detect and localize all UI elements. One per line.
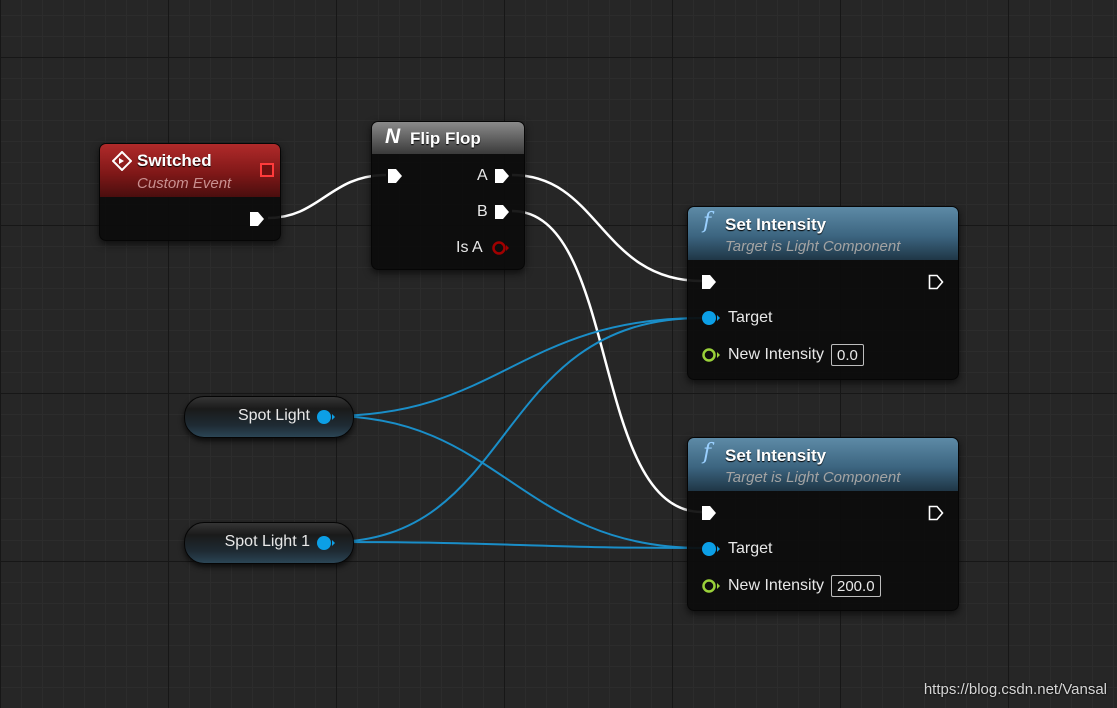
- spot-light-1-variable-node[interactable]: Spot Light 1: [184, 522, 354, 564]
- float-input-pin-new-intensity[interactable]: [701, 347, 721, 363]
- pin-label-target: Target: [728, 309, 773, 326]
- exec-output-pin[interactable]: [928, 274, 944, 290]
- set-intensity-2-header: f Set Intensity Target is Light Componen…: [688, 438, 958, 491]
- object-output-pin[interactable]: [316, 535, 336, 551]
- object-wire-spotlight-to-target-1[interactable]: [329, 317, 703, 417]
- pin-label-new-intensity: New Intensity: [728, 577, 825, 594]
- set-intensity-2-title: Set Intensity: [725, 446, 827, 465]
- exec-wire-switched-to-flipflop[interactable]: [267, 173, 387, 220]
- new-intensity-input[interactable]: 0.0: [831, 344, 864, 366]
- object-input-pin-target[interactable]: [701, 310, 721, 326]
- function-icon: f: [703, 209, 712, 234]
- exec-wire-a-to-set-intensity-1[interactable]: [511, 173, 703, 283]
- exec-output-pin[interactable]: [928, 505, 944, 521]
- exec-output-pin[interactable]: [249, 211, 265, 227]
- pin-label-new-intensity: New Intensity: [728, 346, 825, 363]
- set-intensity-node-2[interactable]: f Set Intensity Target is Light Componen…: [687, 437, 959, 611]
- new-intensity-input[interactable]: 200.0: [831, 575, 881, 597]
- watermark-text: https://blog.csdn.net/Vansal: [923, 681, 1107, 698]
- set-intensity-1-subtitle: Target is Light Component: [725, 238, 901, 255]
- pin-label-is-a: Is A: [456, 239, 483, 256]
- exec-output-pin-b[interactable]: [494, 204, 510, 220]
- float-input-pin-new-intensity[interactable]: [701, 578, 721, 594]
- flipflop-node-title: Flip Flop: [410, 129, 481, 148]
- flipflop-node-header: N Flip Flop: [372, 122, 524, 154]
- pin-label-b: B: [477, 203, 488, 220]
- set-intensity-1-title: Set Intensity: [725, 215, 827, 234]
- macro-icon: N: [385, 125, 401, 148]
- set-intensity-1-header: f Set Intensity Target is Light Componen…: [688, 207, 958, 260]
- exec-input-pin[interactable]: [701, 274, 717, 290]
- object-wire-spotlight1-to-target-2[interactable]: [329, 541, 703, 549]
- spot-light-variable-node[interactable]: Spot Light: [184, 396, 354, 438]
- exec-output-pin-a[interactable]: [494, 168, 510, 184]
- pin-label-a: A: [477, 167, 488, 184]
- pin-label-target: Target: [728, 540, 773, 557]
- object-wire-spotlight1-to-target-1[interactable]: [329, 317, 703, 543]
- custom-event-node[interactable]: Switched Custom Event: [99, 143, 281, 241]
- set-intensity-node-1[interactable]: f Set Intensity Target is Light Componen…: [687, 206, 959, 380]
- set-intensity-2-subtitle: Target is Light Component: [725, 469, 901, 486]
- bool-output-pin-is-a[interactable]: [492, 240, 510, 256]
- object-wire-spotlight-to-target-2[interactable]: [329, 415, 703, 549]
- custom-event-icon: [112, 151, 132, 171]
- flipflop-node[interactable]: N Flip Flop A B Is A: [371, 121, 525, 270]
- variable-label: Spot Light: [237, 407, 310, 424]
- object-input-pin-target[interactable]: [701, 541, 721, 557]
- event-node-title: Switched: [137, 151, 212, 170]
- exec-input-pin[interactable]: [387, 168, 403, 184]
- event-node-header: Switched Custom Event: [100, 144, 280, 197]
- object-output-pin[interactable]: [316, 409, 336, 425]
- variable-label: Spot Light 1: [224, 533, 310, 550]
- function-icon: f: [703, 440, 712, 465]
- event-node-subtitle: Custom Event: [137, 175, 232, 192]
- exec-wire-b-to-set-intensity-2[interactable]: [511, 209, 703, 514]
- delegate-pin[interactable]: [260, 163, 274, 177]
- exec-input-pin[interactable]: [701, 505, 717, 521]
